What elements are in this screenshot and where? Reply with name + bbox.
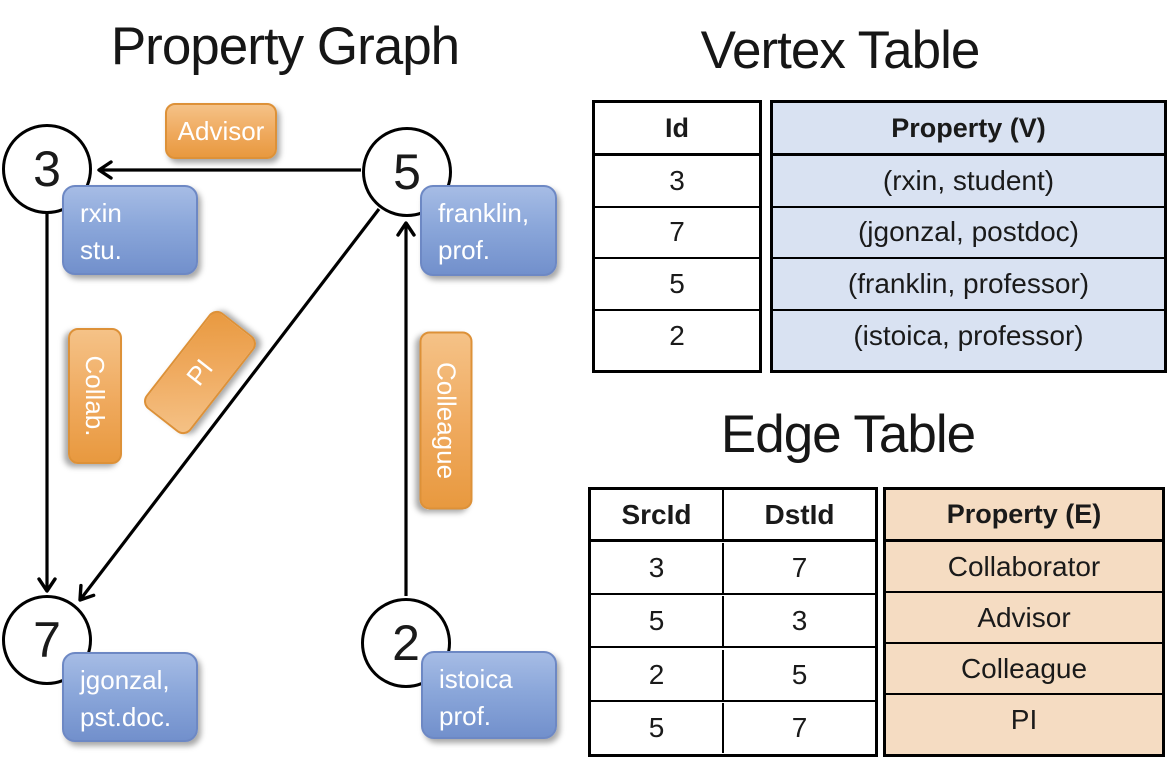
vertex-table-title: Vertex Table [700, 21, 981, 80]
vertex-table-property-header: Property (V) [773, 103, 1164, 156]
vertex-5-property-callout: franklin, prof. [420, 185, 557, 276]
vertex-table-id-cell: 2 [669, 320, 685, 352]
edge-table-property-header: Property (E) [886, 490, 1162, 542]
vertex-table-id-cell: 7 [595, 208, 759, 259]
property-graph-title: Property Graph [110, 17, 460, 76]
vertex-3-property-callout: rxin stu. [62, 185, 198, 275]
edge-label-collab: Collab. [68, 328, 122, 464]
edge-table-dstid-cell: 3 [724, 596, 875, 649]
vertex-node-5-id: 5 [393, 144, 421, 200]
vertex-node-3-id: 3 [33, 141, 61, 197]
vertex-node-7-id: 7 [33, 612, 61, 668]
vertex-table-id-column: Id 3 7 5 2 [592, 100, 762, 373]
vertex-table-id-cell: 3 [595, 156, 759, 208]
vertex-node-2: 2 [361, 598, 451, 688]
edge-table-property-cell: Collaborator [886, 542, 1162, 593]
vertex-table-property-cell: (jgonzal, postdoc) [773, 208, 1164, 259]
edge-table-srcid-cell: 3 [591, 543, 724, 596]
edge-table-srcid-cell: 2 [591, 649, 724, 702]
edge-table-id-columns: SrcId DstId 3 7 5 3 2 5 5 7 [588, 487, 878, 757]
graph-edges-layer [37, 160, 416, 602]
vertex-table-id-cell: 5 [595, 259, 759, 311]
vertex-node-2-id: 2 [392, 615, 420, 671]
edge-table-dstid-cell: 7 [791, 711, 808, 743]
vertex-3-property-line1: rxin [80, 198, 122, 228]
edge-label-advisor: Advisor [165, 103, 277, 159]
edge-table-srcid-cell: 5 [591, 596, 724, 649]
edge-5-to-7-pi [78, 208, 381, 602]
edge-table-dstid-header: DstId [724, 490, 875, 542]
vertex-7-property-callout: jgonzal, pst.doc. [62, 652, 198, 742]
edge-table-property-cell: Colleague [886, 644, 1162, 695]
vertex-table-property-column: Property (V) (rxin, student) (jgonzal, p… [770, 100, 1167, 373]
edge-table-srcid-header: SrcId [591, 490, 724, 542]
edge-table-srcid-cell: 5 [591, 702, 724, 753]
edge-table-title: Edge Table [720, 405, 976, 464]
vertex-2-property-callout: istoica prof. [421, 651, 557, 739]
edge-table-property-cell: Advisor [886, 593, 1162, 644]
vertex-5-property-line1: franklin, [438, 198, 530, 228]
vertex-table-property-cell: (istoica, professor) [853, 320, 1084, 352]
edge-table-property-column: Property (E) Collaborator Advisor Collea… [883, 487, 1165, 757]
vertex-5-property-line2: prof. [438, 234, 491, 265]
edge-table-dstid-cell: 5 [724, 650, 875, 702]
vertex-2-property-line2: prof. [439, 700, 492, 731]
vertex-table-id-header: Id [595, 103, 759, 156]
vertex-2-property-line1: istoica [439, 664, 513, 694]
vertex-table-property-cell: (franklin, professor) [773, 259, 1164, 311]
edge-table-dstid-cell: 7 [724, 543, 875, 596]
edge-table-property-cell: PI [1010, 704, 1038, 735]
vertex-7-property-line2: pst.doc. [80, 701, 172, 732]
vertex-node-5: 5 [362, 127, 452, 217]
vertex-7-property-line1: jgonzal, [80, 665, 170, 695]
edge-label-colleague: Colleague [419, 331, 473, 510]
vertex-table-property-cell: (rxin, student) [773, 156, 1164, 208]
vertex-3-property-line2: stu. [80, 234, 122, 265]
